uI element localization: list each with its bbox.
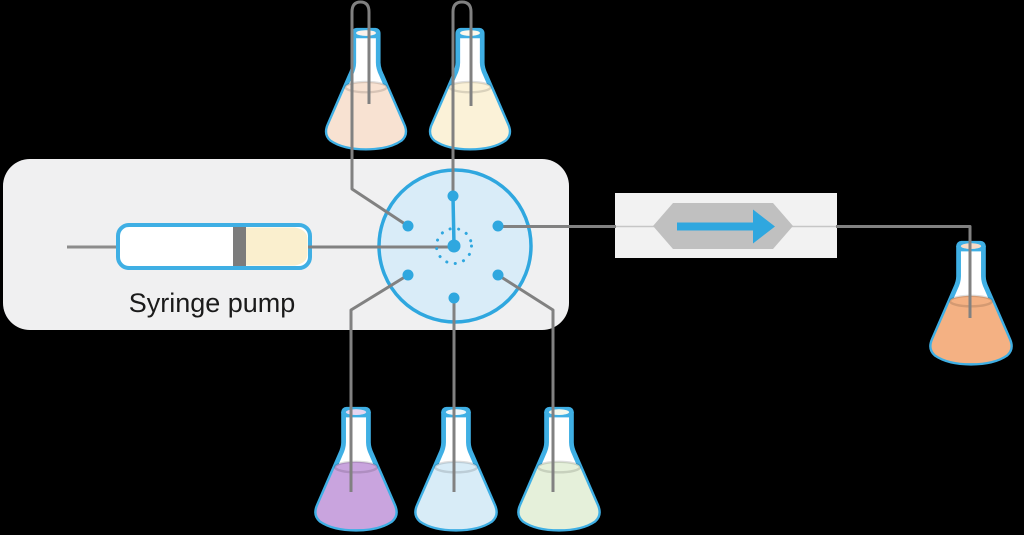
valve-port-upper-left (402, 220, 414, 232)
tube-flask-bottom-right (497, 273, 555, 492)
syringe-plunger (233, 227, 246, 266)
syringe-liquid (246, 227, 308, 266)
tube-flask-bottom-left (349, 273, 409, 492)
valve-port-lower-right (492, 269, 504, 281)
tubing (308, 0, 972, 492)
syringe-pump-label: Syringe pump (129, 288, 296, 318)
flow-reactor (615, 203, 837, 249)
tube-flask-top-left (350, 0, 409, 228)
tube-flask-top-right (451, 0, 473, 196)
valve-selected-channel (451, 195, 456, 247)
valve-port-lower-left (402, 269, 414, 281)
valve-port-upper-right (492, 220, 504, 232)
flow-arrow-icon (677, 209, 775, 244)
valve-rotor-dashed-ring (435, 227, 473, 265)
valve-port-top (447, 190, 459, 202)
selector-valve-ports (402, 190, 504, 304)
valve-center-port (447, 239, 461, 253)
valve-port-bottom (448, 292, 460, 304)
tube-reactor-to-output-flask (836, 225, 972, 318)
